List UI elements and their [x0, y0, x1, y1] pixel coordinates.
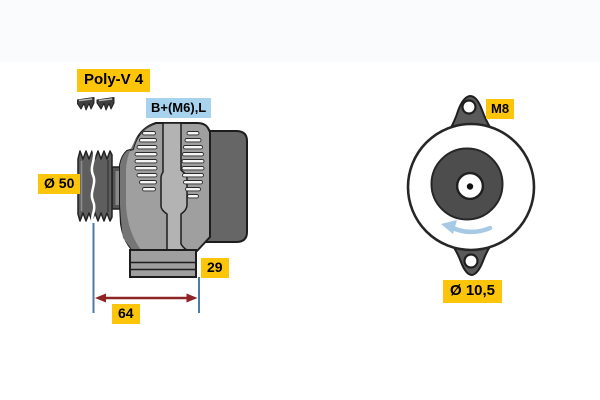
belt-profile-icons: [77, 97, 115, 111]
pulley: [77, 148, 113, 224]
mount-hole-diameter-label: Ø 10,5: [443, 280, 503, 303]
pulley-diameter-label: Ø 50: [38, 174, 81, 194]
foot-width-label: 29: [201, 258, 229, 278]
vent-slots-front: [134, 131, 158, 192]
belt-profile-icon: [77, 97, 95, 111]
bottom-bolt-hole: [463, 253, 479, 269]
background-band: [0, 0, 600, 62]
mounting-foot: [129, 249, 197, 278]
mount-thread-label: M8: [486, 99, 515, 120]
rotation-arrow-icon: [441, 220, 493, 235]
alternator-side-view: [77, 122, 248, 278]
dimension-arrow-64: [95, 293, 198, 303]
terminal-label: B+(M6),L: [146, 98, 212, 119]
break-line: [90, 148, 96, 224]
vent-slots-rear: [181, 131, 205, 199]
top-bolt-hole: [461, 99, 477, 115]
belt-type-label: Poly-V 4: [77, 69, 151, 92]
front-edge-shading: [120, 123, 156, 251]
dimension-lines: [92, 223, 200, 313]
belt-profile-icon: [96, 97, 115, 111]
alternator-rear-view: [406, 95, 536, 276]
overall-length-label: 64: [112, 304, 140, 324]
rear-housing: [201, 130, 248, 243]
shaft-center: [466, 183, 474, 190]
